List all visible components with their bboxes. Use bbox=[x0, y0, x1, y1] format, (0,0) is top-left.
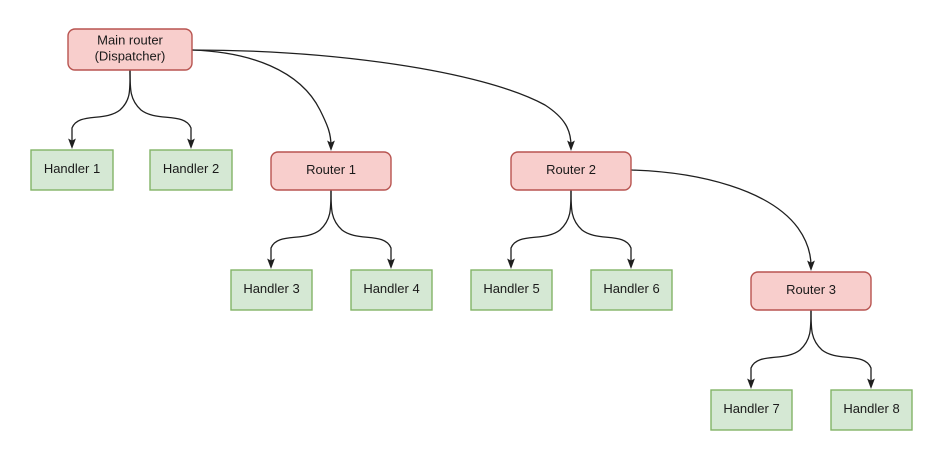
node-box-handler-7[interactable] bbox=[710, 389, 793, 431]
node-label-line: Handler 7 bbox=[723, 401, 779, 416]
node-handler-3[interactable]: Handler 3 bbox=[230, 269, 313, 311]
edges-layer bbox=[68, 49, 875, 389]
node-label-router-2: Router 2 bbox=[546, 162, 596, 177]
node-label-line: Handler 3 bbox=[243, 281, 299, 296]
node-handler-4[interactable]: Handler 4 bbox=[350, 269, 433, 311]
node-router-2[interactable]: Router 2 bbox=[510, 151, 632, 191]
node-label-handler-5: Handler 5 bbox=[483, 281, 539, 296]
node-handler-5[interactable]: Handler 5 bbox=[470, 269, 553, 311]
node-label-line: Handler 5 bbox=[483, 281, 539, 296]
edge-router-3-to-handler-8 bbox=[810, 309, 875, 389]
node-box-handler-8[interactable] bbox=[830, 389, 913, 431]
node-handler-2[interactable]: Handler 2 bbox=[149, 149, 233, 191]
edge-router-1-to-handler-3 bbox=[267, 189, 332, 269]
node-box-router-3[interactable] bbox=[750, 271, 872, 311]
node-box-main-router[interactable] bbox=[67, 28, 193, 71]
edge-router-2-to-router-3 bbox=[630, 169, 815, 271]
node-label-line: Handler 8 bbox=[843, 401, 899, 416]
edge-router-2-to-handler-6 bbox=[570, 189, 635, 269]
node-label-line: Main router bbox=[97, 33, 163, 48]
node-box-handler-5[interactable] bbox=[470, 269, 553, 311]
node-handler-7[interactable]: Handler 7 bbox=[710, 389, 793, 431]
node-label-handler-4: Handler 4 bbox=[363, 281, 419, 296]
node-label-line: Handler 4 bbox=[363, 281, 419, 296]
node-label-handler-3: Handler 3 bbox=[243, 281, 299, 296]
node-label-line: Router 1 bbox=[306, 162, 356, 177]
node-box-handler-4[interactable] bbox=[350, 269, 433, 311]
node-label-handler-7: Handler 7 bbox=[723, 401, 779, 416]
edge-router-2-to-handler-5 bbox=[507, 189, 572, 269]
node-box-handler-6[interactable] bbox=[590, 269, 673, 311]
node-handler-6[interactable]: Handler 6 bbox=[590, 269, 673, 311]
node-label-handler-2: Handler 2 bbox=[163, 161, 219, 176]
node-label-line: (Dispatcher) bbox=[95, 49, 166, 64]
node-label-line: Handler 6 bbox=[603, 281, 659, 296]
node-label-line: Router 2 bbox=[546, 162, 596, 177]
node-main-router[interactable]: Main router(Dispatcher) bbox=[67, 28, 193, 71]
edge-main-router-to-router-2 bbox=[191, 49, 575, 151]
node-handler-8[interactable]: Handler 8 bbox=[830, 389, 913, 431]
node-label-line: Handler 1 bbox=[44, 161, 100, 176]
node-router-3[interactable]: Router 3 bbox=[750, 271, 872, 311]
node-box-router-1[interactable] bbox=[270, 151, 392, 191]
node-label-line: Handler 2 bbox=[163, 161, 219, 176]
node-router-1[interactable]: Router 1 bbox=[270, 151, 392, 191]
node-box-handler-3[interactable] bbox=[230, 269, 313, 311]
node-handler-1[interactable]: Handler 1 bbox=[30, 149, 114, 191]
nodes-layer: Main router(Dispatcher) Handler 1 Handler … bbox=[30, 28, 913, 431]
node-label-handler-8: Handler 8 bbox=[843, 401, 899, 416]
edge-router-1-to-handler-4 bbox=[330, 189, 395, 269]
node-box-handler-1[interactable] bbox=[30, 149, 114, 191]
node-label-line: Router 3 bbox=[786, 282, 836, 297]
node-label-handler-6: Handler 6 bbox=[603, 281, 659, 296]
edge-main-router-to-router-1 bbox=[191, 49, 335, 151]
edge-router-3-to-handler-7 bbox=[747, 309, 812, 389]
node-label-handler-1: Handler 1 bbox=[44, 161, 100, 176]
edge-main-router-to-handler-1 bbox=[68, 69, 131, 149]
node-box-router-2[interactable] bbox=[510, 151, 632, 191]
node-label-router-1: Router 1 bbox=[306, 162, 356, 177]
node-label-router-3: Router 3 bbox=[786, 282, 836, 297]
node-label-main-router: Main router(Dispatcher) bbox=[95, 33, 166, 64]
node-box-handler-2[interactable] bbox=[149, 149, 233, 191]
edge-main-router-to-handler-2 bbox=[129, 69, 195, 149]
